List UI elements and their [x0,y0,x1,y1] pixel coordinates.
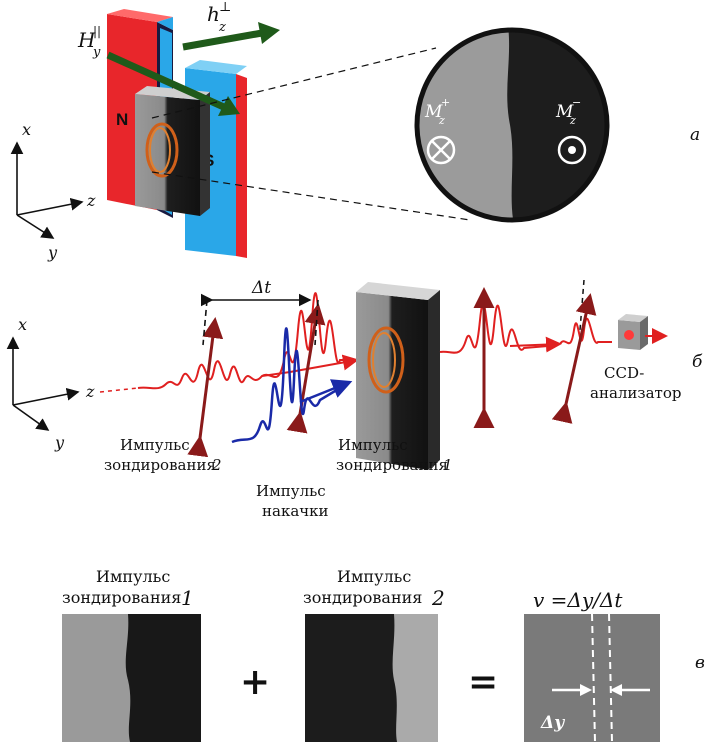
axis-x-label-b: x [18,315,27,334]
axis-z-label-a: z [86,191,96,210]
probe-2-label-line1: Импульс [120,436,190,454]
image-2-caption-line1: Импульс [337,567,411,586]
image-2-caption-line2: зондирования [303,588,422,607]
axes-a [10,141,84,239]
field-H-superscript: || [93,24,101,38]
delta-y-label: Δy [540,713,565,733]
velocity-formula: v =Δy/Δt [533,588,623,612]
detector-label-line2: анализатор [590,384,681,402]
panel-v: Импульс зондирования 1 Импульс зондирова… [62,567,705,743]
pump-direction-arrow [299,379,353,404]
sample-plate-b [356,282,440,470]
equals-sign: = [468,661,498,703]
field-H-symbol: H [77,28,96,52]
field-h-superscript: ⊥ [219,0,231,15]
domain-minus-symbol: M [555,102,574,122]
image-1-caption-line2: зондирования [62,588,181,607]
probe-1-label-line1: Импульс [338,436,408,454]
probe-2-polarization [187,317,224,458]
probe-2-image [305,614,438,742]
domain-plus-sub: z [438,114,445,127]
field-arrow-h [182,22,280,51]
zoom-line-top [151,47,437,119]
domain-minus-sup: − [572,96,581,109]
axis-z-label-b: z [85,382,95,401]
pump-label-line1: Импульс [256,482,326,500]
probe-1-label-line2: зондирования [336,456,448,474]
analyzer-polarization [551,293,597,424]
pump-pulse-wave [231,327,341,444]
panel-a: x z y N S [10,0,700,262]
probe-2-label-number: 2 [211,456,222,474]
domain-plus-symbol: M [424,102,443,122]
magnetization-out-icon [557,135,587,165]
analyzer-wave [559,317,612,345]
domain-minus-sub: z [569,114,576,127]
plus-sign: + [240,661,270,703]
probe-1-label-number: 1 [443,456,453,474]
field-H-subscript: y [92,45,101,60]
axis-y-label-b: y [54,433,65,452]
axes-b [6,336,80,431]
domain-zoom-view [414,27,610,223]
field-h-symbol: h [207,2,220,26]
difference-image [524,613,660,743]
transmitted-direction-arrow [509,336,562,353]
image-2-caption-number: 2 [431,586,445,610]
magnetization-into-icon [426,135,456,165]
field-arrow-H [106,51,240,116]
domain-plus-sup: + [441,96,450,109]
panel-b: x z y Δt [6,278,703,520]
ccd-camera-icon [618,314,668,350]
delay-label: Δt [251,278,271,298]
delay-marker-right [314,299,319,346]
axis-x-label-a: x [22,120,31,139]
axis-y-label-a: y [47,243,58,262]
delay-marker-left [202,299,208,346]
probe-1-polarization [286,303,326,434]
detector-label-line1: CCD- [604,364,644,382]
beam-axis [99,387,139,393]
panel-b-label: б [692,352,703,372]
panel-a-label: а [690,125,700,145]
pump-label-line2: накачки [262,502,329,520]
image-1-caption-number: 1 [181,586,194,610]
sample-plate-a [135,86,210,216]
zoom-line-bottom [151,171,471,221]
field-h-subscript: z [218,20,226,35]
probe-2-label-line2: зондирования [104,456,216,474]
panel-v-label: в [695,653,705,673]
pole-north-label: N [116,110,128,129]
image-1-caption-line1: Импульс [96,567,170,586]
probe-1-image [62,614,201,742]
